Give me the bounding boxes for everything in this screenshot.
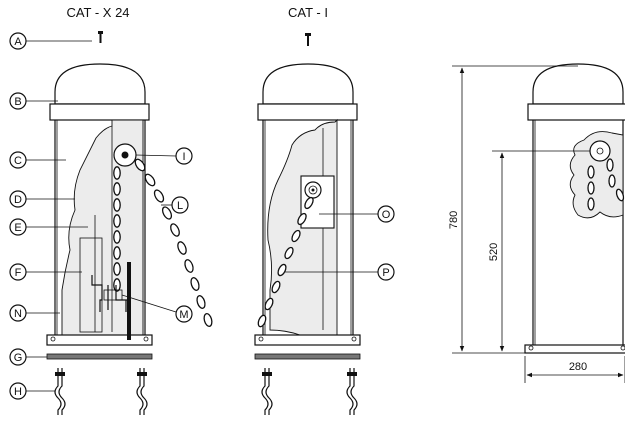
cutaway-section <box>61 119 144 336</box>
pulley-i <box>113 143 137 167</box>
dome-cap-b <box>54 63 146 105</box>
screw-top <box>305 33 311 46</box>
dome-cap <box>262 63 354 105</box>
chain-right <box>587 158 625 211</box>
svg-text:L: L <box>177 200 183 212</box>
callout-c: C <box>9 151 66 169</box>
callouts-left: A B C D E F N <box>9 32 92 400</box>
svg-text:H: H <box>14 386 22 398</box>
callout-h: H <box>9 382 55 400</box>
svg-text:F: F <box>15 267 22 279</box>
column-body-mid <box>262 120 354 335</box>
dome-cap-right <box>532 63 624 105</box>
svg-text:M: M <box>179 309 188 321</box>
cat-x24-column-view <box>46 31 213 415</box>
svg-text:G: G <box>14 352 23 364</box>
callout-o: O <box>319 205 395 223</box>
column-base-mid <box>254 334 361 346</box>
callout-d: D <box>9 190 75 208</box>
anchor-bolts-mid <box>261 368 358 415</box>
column-base-right <box>524 344 625 354</box>
svg-text:C: C <box>14 155 22 167</box>
svg-text:D: D <box>14 194 22 206</box>
diagonal-chain <box>257 196 314 328</box>
pulley-right <box>589 140 611 162</box>
cat-i-column-view: O P <box>254 33 395 415</box>
anchor-plate-g <box>46 353 153 360</box>
callout-f: F <box>9 263 82 281</box>
svg-text:780: 780 <box>448 211 460 229</box>
callout-i: I <box>135 147 193 165</box>
small-pulley <box>304 181 322 199</box>
anchor-plate-mid <box>254 353 361 360</box>
callout-e: E <box>9 218 88 236</box>
cap-ring <box>49 103 150 121</box>
callout-m: M <box>121 294 193 323</box>
callouts-right-of-left: I L M <box>121 147 193 323</box>
screw-a <box>98 31 103 43</box>
dimension-height-chain: 520 <box>488 150 590 352</box>
svg-text:280: 280 <box>569 361 587 373</box>
title-cat-i: CAT - I <box>288 5 328 20</box>
title-cat-x24: CAT - X 24 <box>66 5 129 20</box>
internal-chain <box>113 166 121 292</box>
svg-text:O: O <box>382 209 391 221</box>
column-base <box>46 334 153 346</box>
cap-ring-mid <box>257 103 358 121</box>
cap-ring-right <box>527 103 625 121</box>
anchor-bolts-h <box>54 368 148 415</box>
callout-a: A <box>9 32 92 50</box>
svg-text:520: 520 <box>488 243 500 261</box>
callout-n: N <box>9 304 60 322</box>
svg-text:N: N <box>14 308 22 320</box>
column-body <box>54 120 146 335</box>
dimension-view: 780 520 280 <box>448 63 625 383</box>
svg-text:B: B <box>14 96 21 108</box>
callout-g: G <box>9 348 47 366</box>
dimension-height-total: 780 <box>448 65 578 354</box>
callout-p: P <box>284 263 395 281</box>
svg-text:I: I <box>182 151 185 163</box>
callout-l: L <box>161 196 189 214</box>
svg-text:P: P <box>382 267 389 279</box>
dimension-width: 280 <box>524 356 625 383</box>
svg-text:A: A <box>14 36 22 48</box>
external-chain <box>134 158 213 327</box>
callout-b: B <box>9 92 58 110</box>
svg-text:E: E <box>14 222 21 234</box>
